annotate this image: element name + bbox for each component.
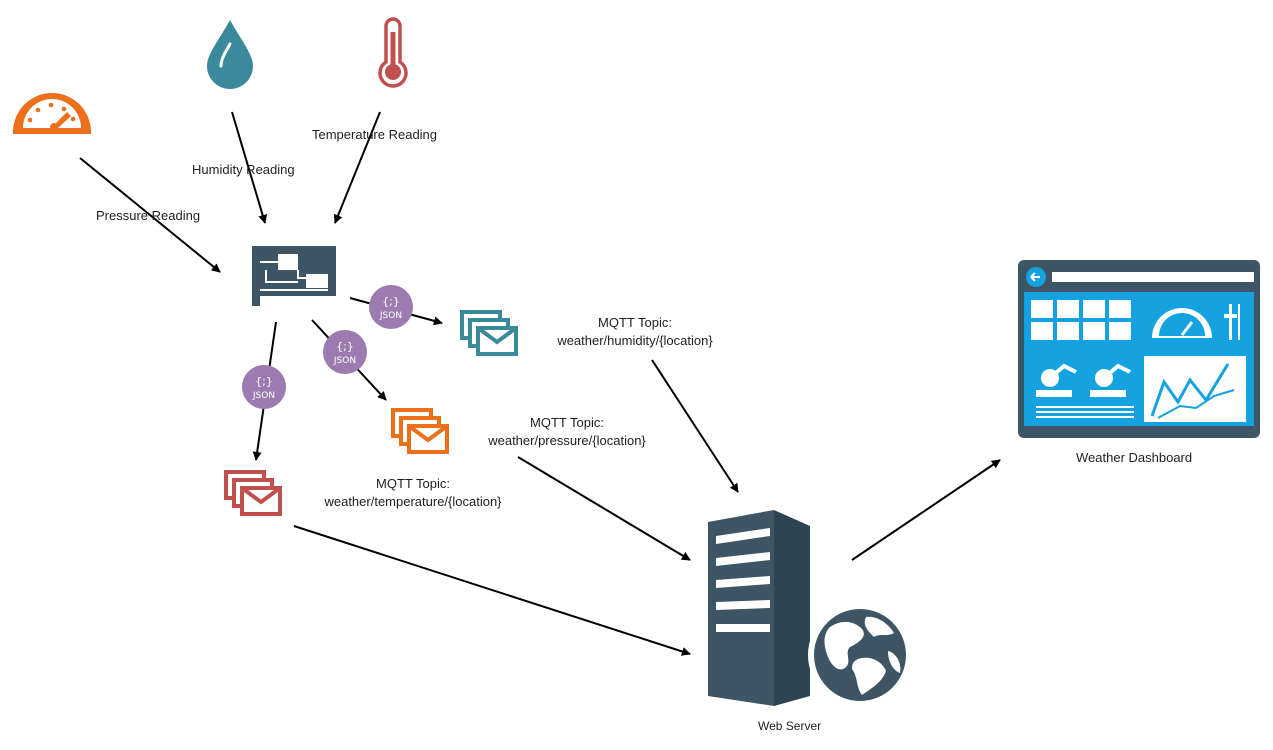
slider-icon bbox=[1224, 304, 1240, 340]
web-server-label: Web Server bbox=[758, 719, 822, 733]
json-badge-symbol: {;} bbox=[382, 295, 400, 308]
json-badge-label: JSON bbox=[333, 356, 356, 366]
arrow-pressure-to-board bbox=[79, 157, 221, 273]
pressure-topic-path: weather/pressure/{location} bbox=[488, 432, 646, 448]
humidity-topic-path: weather/humidity/{location} bbox=[557, 332, 713, 348]
json-badge-temperature: {;} JSON bbox=[242, 365, 286, 409]
pressure-reading-label: Pressure Reading bbox=[96, 208, 201, 223]
thermometer-icon bbox=[378, 17, 408, 88]
globe-icon bbox=[808, 603, 912, 707]
arrow-temperature-topic-to-server bbox=[293, 525, 691, 656]
circuit-board-icon bbox=[252, 246, 336, 306]
dashboard-window-icon bbox=[1018, 260, 1260, 438]
pressure-gauge-icon bbox=[13, 93, 91, 134]
arrows bbox=[79, 111, 1001, 656]
pressure-topic-title: MQTT Topic: bbox=[530, 415, 604, 430]
json-badge-pressure: {;} JSON bbox=[323, 330, 367, 374]
temperature-topic-title: MQTT Topic: bbox=[376, 476, 450, 491]
envelope-stack-icon-temperature bbox=[224, 470, 282, 516]
tile-grid-icon bbox=[1031, 300, 1131, 340]
json-badge-symbol: {;} bbox=[255, 375, 273, 388]
server-tower-icon bbox=[708, 510, 810, 706]
humidity-reading-label: Humidity Reading bbox=[192, 162, 295, 177]
humidity-topic-label: MQTT Topic: weather/humidity/{location} bbox=[540, 314, 730, 349]
mini-gauge-icon bbox=[1152, 308, 1212, 338]
text-lines-icon bbox=[1036, 406, 1134, 418]
arrow-humidity-topic-to-server bbox=[651, 359, 739, 493]
json-badge-symbol: {;} bbox=[336, 340, 354, 353]
arrow-humidity-to-board bbox=[231, 111, 268, 224]
robot-arm-icon bbox=[1036, 363, 1131, 397]
temperature-topic-path: weather/temperature/{location} bbox=[324, 493, 502, 509]
envelope-stack-icon-pressure bbox=[391, 408, 449, 454]
json-badge-label: JSON bbox=[379, 311, 402, 321]
arrow-temperature-to-board bbox=[333, 111, 381, 224]
arrow-server-to-dashboard bbox=[851, 459, 1001, 561]
weather-dashboard-label: Weather Dashboard bbox=[1076, 450, 1193, 465]
temperature-topic-label: MQTT Topic: weather/temperature/{locatio… bbox=[306, 475, 520, 510]
json-badge-humidity: {;} JSON bbox=[369, 285, 413, 329]
json-badge-label: JSON bbox=[252, 391, 275, 401]
line-graph-icon bbox=[1144, 356, 1246, 422]
envelope-stack-icon-humidity bbox=[460, 310, 518, 356]
pressure-topic-label: MQTT Topic: weather/pressure/{location} bbox=[472, 414, 662, 449]
arrow-pressure-topic-to-server bbox=[517, 456, 691, 561]
humidity-topic-title: MQTT Topic: bbox=[598, 315, 672, 330]
water-drop-icon bbox=[207, 20, 253, 89]
temperature-reading-label: Temperature Reading bbox=[312, 127, 438, 142]
